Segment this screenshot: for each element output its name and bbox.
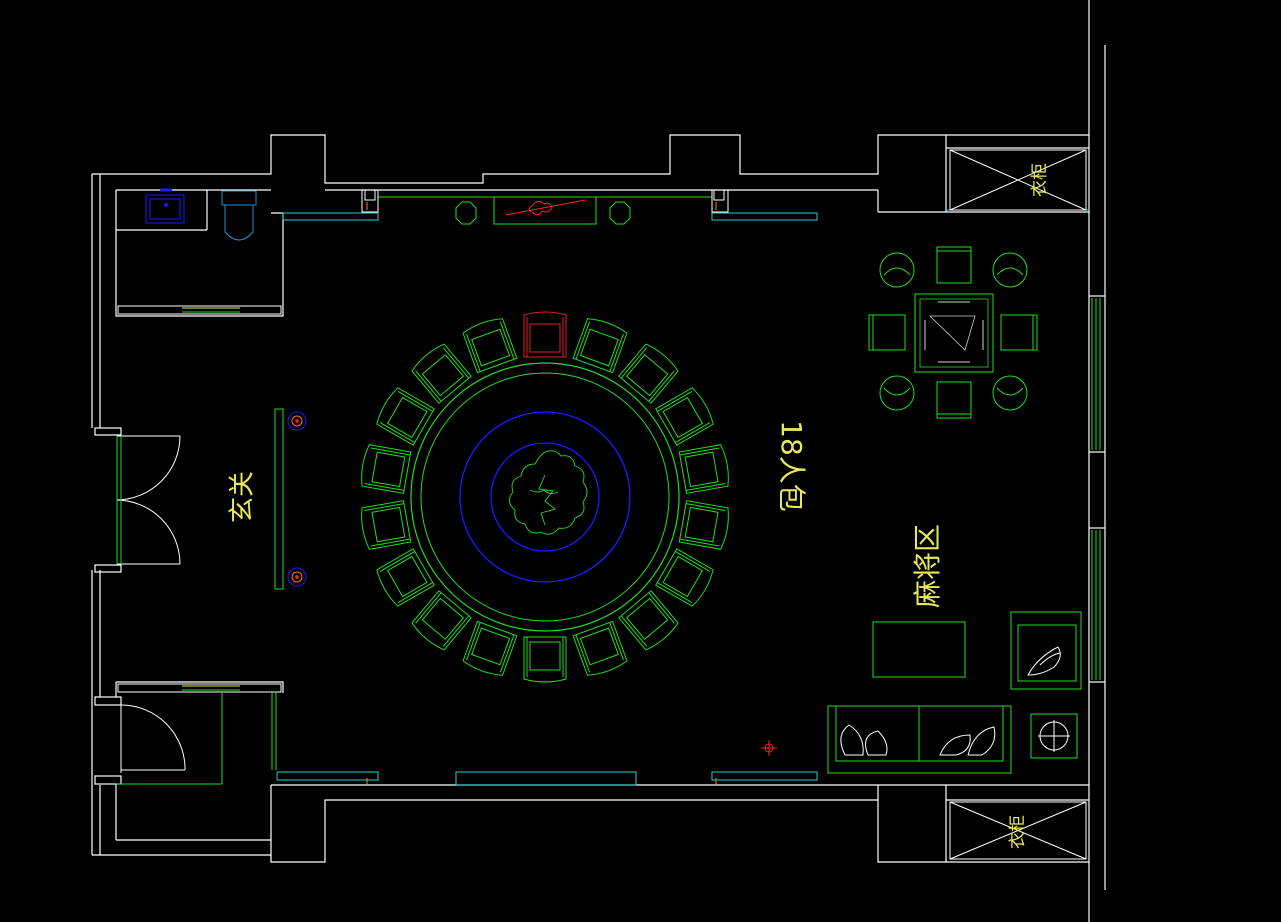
- foyer-screen: [274, 408, 307, 590]
- wash-basin: [145, 188, 185, 224]
- dining-chair: [618, 343, 679, 404]
- flower-centerpiece: [509, 450, 588, 535]
- walls: [91, 0, 1106, 922]
- side-table: [1030, 713, 1078, 759]
- dining-chair: [376, 548, 435, 607]
- dining-chair: [462, 318, 518, 374]
- top-left-frame: [361, 189, 379, 213]
- dining-chair: [618, 590, 679, 651]
- round-stools: [879, 252, 1028, 411]
- entrance-double-door: [116, 435, 181, 565]
- foyer-label: 玄关: [228, 471, 258, 523]
- dining-chair: [361, 500, 412, 550]
- wardrobe-bottom: 衣柜: [949, 801, 1087, 860]
- dining-chair: [678, 444, 729, 494]
- lamp-icon: [287, 411, 307, 431]
- dining-chair: [411, 343, 472, 404]
- top-cabinet: [378, 196, 712, 225]
- dining-chair: [523, 311, 567, 358]
- right-windows: [1091, 298, 1101, 680]
- dining-chair: [655, 387, 714, 446]
- lower-sliding-door: [116, 683, 282, 785]
- dining-chair: [572, 318, 628, 374]
- dining-chair: [572, 620, 628, 676]
- dining-chair: [361, 444, 412, 494]
- mahjong-table: [868, 246, 1038, 419]
- mahjong-area-label: 麻将区: [911, 524, 944, 608]
- dining-chair: [655, 548, 714, 607]
- chair-ring: [361, 311, 729, 683]
- dining-chair: [523, 636, 567, 683]
- dining-chair: [376, 387, 435, 446]
- wardrobe-bottom-label: 衣柜: [1008, 815, 1028, 849]
- round-dining-table: [410, 362, 680, 632]
- armchair: [1010, 611, 1082, 690]
- top-right-frame: [711, 189, 729, 213]
- sofa: [827, 705, 1012, 774]
- door-posts: [364, 189, 725, 201]
- coffee-table: [872, 621, 966, 678]
- interior-trims: [276, 209, 1089, 786]
- crosshair-icon: [761, 740, 777, 756]
- toilet: [221, 190, 257, 241]
- bathroom-sliding-door: [117, 305, 282, 315]
- room-capacity-label: 18人包: [775, 420, 808, 512]
- door-markers: [366, 202, 717, 784]
- dining-chair: [462, 620, 518, 676]
- lamp-icon: [287, 567, 307, 587]
- wardrobe-top-label: 衣柜: [1030, 163, 1050, 197]
- lower-door: [120, 704, 186, 773]
- dining-chair: [678, 500, 729, 550]
- dining-chair: [411, 590, 472, 651]
- wardrobe-top: 衣柜: [949, 149, 1087, 211]
